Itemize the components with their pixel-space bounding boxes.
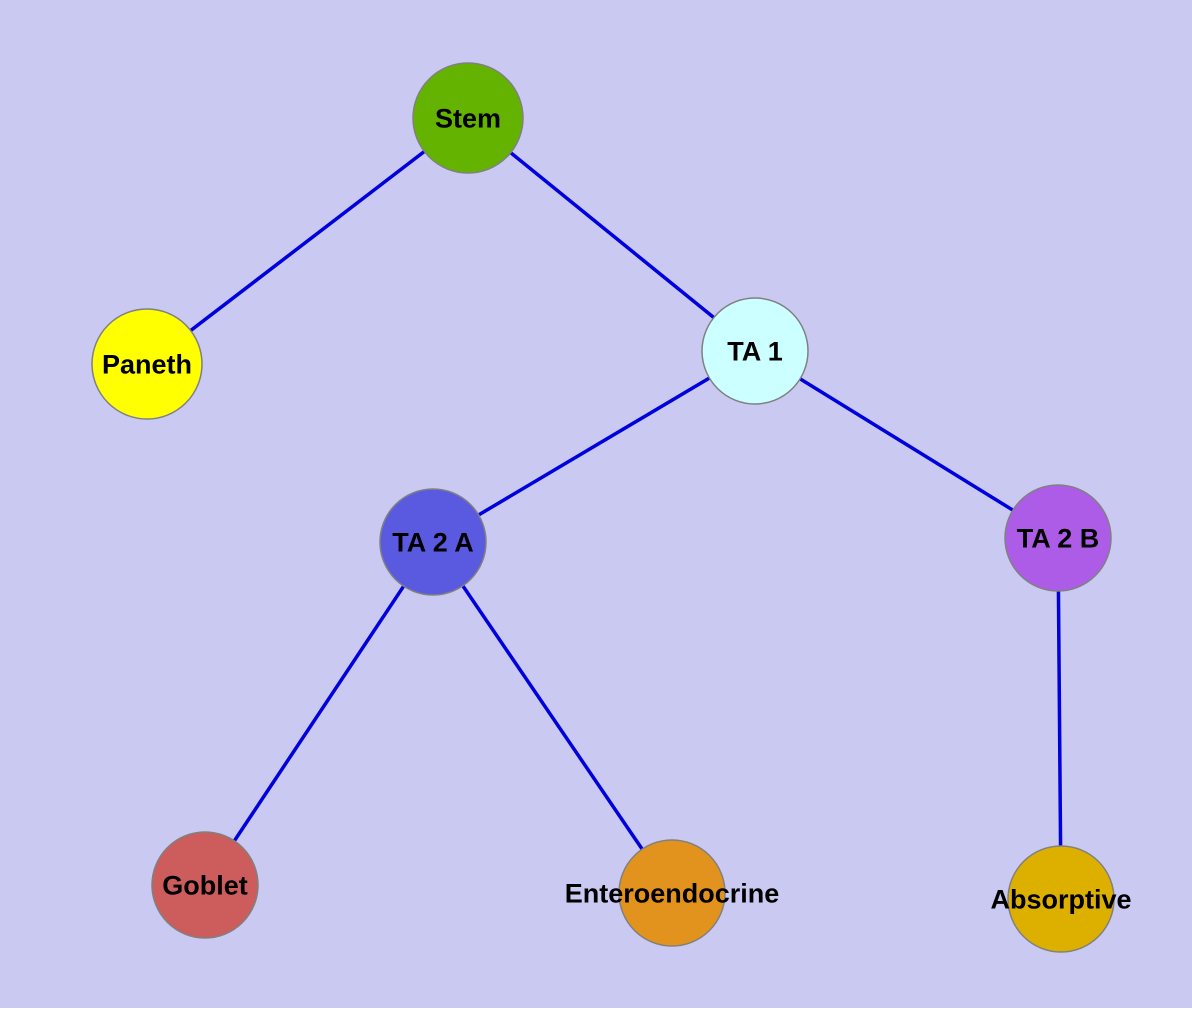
- edge-ta1-ta2b: [754, 349, 1059, 540]
- node-circle-absorptive[interactable]: [1007, 845, 1115, 953]
- edge-stem-ta1: [466, 116, 757, 353]
- node-ta2b[interactable]: TA 2 B: [1004, 484, 1112, 592]
- node-paneth[interactable]: Paneth: [91, 308, 203, 420]
- edge-ta2a-enteroendocrine: [431, 541, 674, 894]
- edge-ta2b-absorptive: [1056, 537, 1063, 900]
- node-stem[interactable]: Stem: [412, 62, 524, 174]
- node-goblet[interactable]: Goblet: [151, 831, 259, 939]
- node-ta1[interactable]: TA 1: [701, 297, 809, 405]
- node-circle-ta2b[interactable]: [1004, 484, 1112, 592]
- edge-stem-paneth: [145, 116, 470, 366]
- node-circle-enteroendocrine[interactable]: [618, 839, 726, 947]
- node-circle-ta1[interactable]: [701, 297, 809, 405]
- node-circle-stem[interactable]: [412, 62, 524, 174]
- bottom-strip: [0, 1008, 1192, 1023]
- edge-ta1-ta2a: [432, 349, 756, 544]
- edge-ta2a-goblet: [203, 541, 435, 886]
- node-circle-goblet[interactable]: [151, 831, 259, 939]
- node-ta2a[interactable]: TA 2 A: [379, 488, 487, 596]
- node-circle-ta2a[interactable]: [379, 488, 487, 596]
- node-circle-paneth[interactable]: [91, 308, 203, 420]
